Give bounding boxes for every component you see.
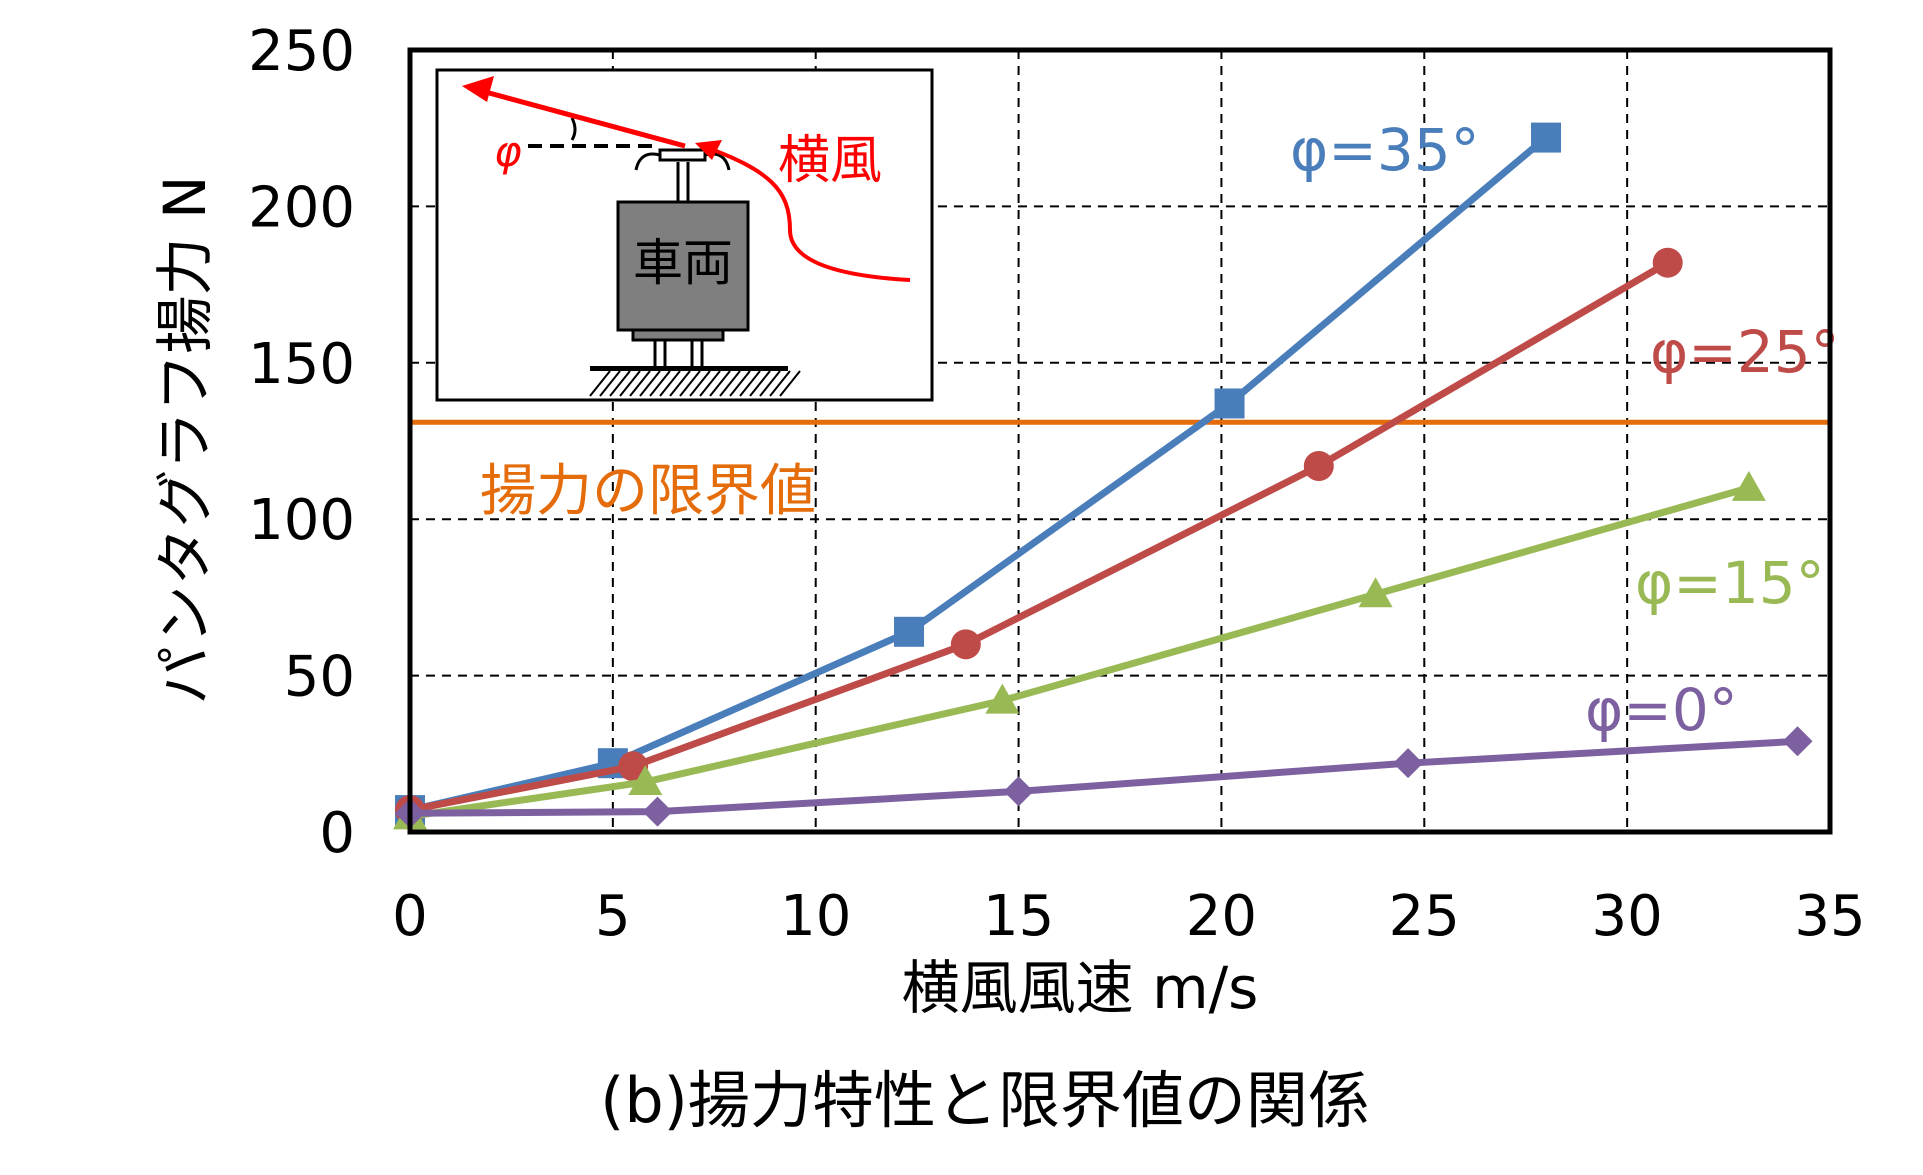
hatch-line (639, 370, 661, 397)
data-point (1214, 388, 1245, 419)
data-point (628, 764, 663, 795)
hatch-line (719, 370, 741, 397)
threshold-label: 揚力の限界値 (480, 459, 816, 524)
hatch-line (649, 370, 671, 397)
lift-arrowhead (462, 76, 494, 102)
hatch-line (739, 370, 761, 397)
y-tick-label: 200 (248, 175, 355, 240)
hatch-line (599, 370, 621, 397)
data-point (1652, 247, 1683, 278)
data-point (1393, 748, 1424, 779)
ticks-group: 0 5 10 15 20 25 30 35 0 50 100 150 200 250 (248, 19, 1866, 949)
data-point (1358, 577, 1393, 608)
hatch-line (619, 370, 641, 397)
x-tick-label: 25 (1389, 884, 1460, 949)
hatch-line (699, 370, 721, 397)
vehicle-body (616, 200, 750, 332)
wind-curve (699, 143, 911, 282)
y-axis-title: パンタグラフ揚力 N (151, 176, 219, 705)
data-point (1303, 451, 1334, 482)
hatch-line (669, 370, 691, 397)
series-label: φ=0° (1585, 676, 1738, 744)
lift-arrow-line (477, 87, 686, 149)
hatch-line (749, 370, 771, 397)
wind-label: 横風 (778, 131, 882, 191)
hatch-line (629, 370, 651, 397)
series-label: φ=25° (1650, 318, 1840, 386)
hatch-line (589, 370, 611, 397)
plot-frame (407, 47, 1833, 835)
data-point (1531, 122, 1561, 153)
y-tick-label: 150 (248, 332, 355, 397)
inset-diagram: 車両 φ 横風 (435, 68, 934, 402)
x-tick-label: 10 (780, 884, 851, 949)
data-point (1003, 776, 1034, 807)
figure-caption: (b)揚力特性と限界値の関係 (600, 1064, 1370, 1137)
hatch-line (779, 370, 801, 397)
data-point (950, 629, 981, 660)
hatch-line (729, 370, 751, 397)
hatch-line (689, 370, 711, 397)
hatch-line (759, 370, 781, 397)
y-tick-label: 0 (319, 801, 355, 866)
x-tick-label: 15 (983, 884, 1054, 949)
y-tick-label: 50 (284, 645, 355, 710)
ground-line (590, 366, 788, 371)
ground-hatch (589, 370, 801, 397)
labels-group: 横風風速 m/s パンタグラフ揚力 N (b)揚力特性と限界値の関係 (151, 176, 1370, 1137)
x-tick-label: 20 (1186, 884, 1257, 949)
data-point (642, 796, 673, 827)
threshold-group: 揚力の限界値 (410, 419, 1830, 524)
data-point (1782, 726, 1813, 757)
hatch-line (679, 370, 701, 397)
series-label: φ=15° (1635, 549, 1825, 617)
hatch-line (659, 370, 681, 397)
y-tick-label: 100 (248, 488, 355, 553)
data-point (894, 616, 925, 647)
series-label: φ=35° (1290, 116, 1480, 184)
angle-arc (570, 117, 577, 141)
hatch-line (769, 370, 791, 397)
pantograph-horn-left (634, 152, 661, 171)
y-tick-label: 250 (248, 19, 355, 84)
angle-label: φ (494, 127, 522, 176)
hatch-line (709, 370, 731, 397)
data-point (1731, 470, 1766, 501)
x-tick-label: 0 (392, 884, 428, 949)
x-tick-label: 5 (595, 884, 631, 949)
wind-arrowhead (695, 140, 722, 160)
x-tick-label: 35 (1794, 884, 1865, 949)
hatch-line (609, 370, 631, 397)
x-axis-title: 横風風速 m/s (902, 954, 1259, 1022)
vehicle-label: 車両 (633, 234, 733, 292)
data-point (985, 683, 1020, 714)
x-tick-label: 30 (1592, 884, 1663, 949)
pantograph-head (658, 148, 707, 162)
